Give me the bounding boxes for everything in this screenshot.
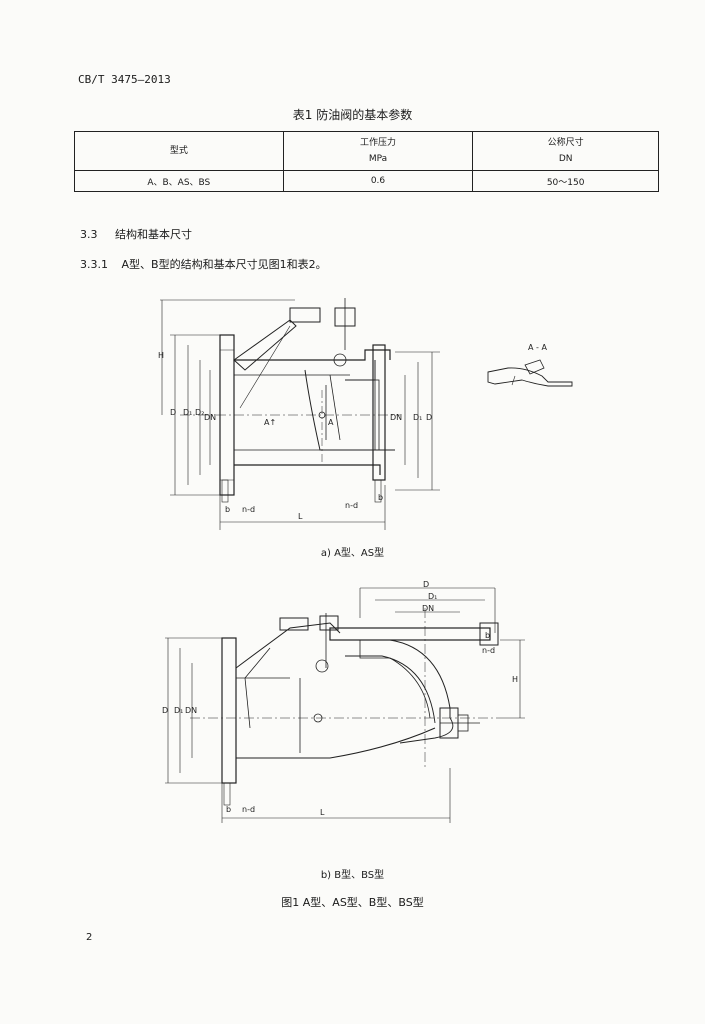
label-D2: D₂ (195, 408, 204, 417)
label-D1: D₁ (183, 408, 192, 417)
label-D-left: D (162, 706, 168, 715)
label-b-right: b (378, 493, 383, 502)
label-n-d-right: n-d (345, 501, 358, 510)
label-D1-right: D₁ (413, 413, 422, 422)
label-H: H (512, 675, 518, 684)
clause-paragraph: 3.3.1 A型、B型的结构和基本尺寸见图1和表2。 (80, 256, 327, 272)
label-L: L (320, 808, 325, 817)
standard-number: CB/T 3475—2013 (78, 73, 171, 86)
figure-a-caption: a) A型、AS型 (320, 548, 385, 559)
cell-type: A、B、AS、BS (74, 170, 284, 192)
clause-text: A型、B型的结构和基本尺寸见图1和表2。 (121, 258, 327, 271)
section-title: 结构和基本尺寸 (115, 228, 192, 241)
label-DN: DN (422, 604, 434, 613)
clause-number: 3.3.1 (80, 258, 108, 271)
label-D-right: D (426, 413, 432, 422)
figure-b-caption: b) B型、BS型 (320, 870, 385, 881)
label-L: L (298, 512, 303, 521)
label-n-d: n-d (242, 505, 255, 514)
label-DN: DN (204, 413, 216, 422)
table-title: 表1 防油阀的基本参数 (292, 108, 413, 122)
label-D: D (170, 408, 176, 417)
label-DN-right: DN (390, 413, 402, 422)
label-b: b (226, 805, 231, 814)
figure-a-drawing: H D D₁ D₂ DN A↑ A DN D₁ D L b n-d n-d b … (158, 298, 573, 530)
label-n-d-right: n-d (482, 646, 495, 655)
table-row: A、B、AS、BS 0.6 50～150 (74, 170, 659, 192)
label-section-marker-left: A↑ (264, 418, 276, 427)
label-D1-left: D₁ (174, 706, 183, 715)
label-D1: D₁ (428, 592, 437, 601)
label-section-marker-right: A (328, 418, 334, 427)
page-number: 2 (86, 932, 93, 943)
label-H: H (158, 351, 164, 360)
label-b-right: b (485, 631, 490, 640)
figure-b-drawing: D D₁ DN H D D₁ DN L b n-d n-d b (162, 580, 525, 823)
cell-pressure: 0.6 (282, 170, 474, 192)
label-n-d: n-d (242, 805, 255, 814)
cell-size: 50～150 (472, 170, 659, 192)
header-cell-type: 型式 (74, 131, 284, 171)
label-b: b (225, 505, 230, 514)
section-number: 3.3 (80, 228, 98, 241)
label-D: D (423, 580, 429, 589)
section-heading: 3.3 结构和基本尺寸 (80, 226, 192, 242)
label-section-AA: A - A (528, 343, 547, 352)
label-DN-left: DN (185, 706, 197, 715)
figure-1-title: 图1 A型、AS型、B型、BS型 (281, 896, 424, 909)
